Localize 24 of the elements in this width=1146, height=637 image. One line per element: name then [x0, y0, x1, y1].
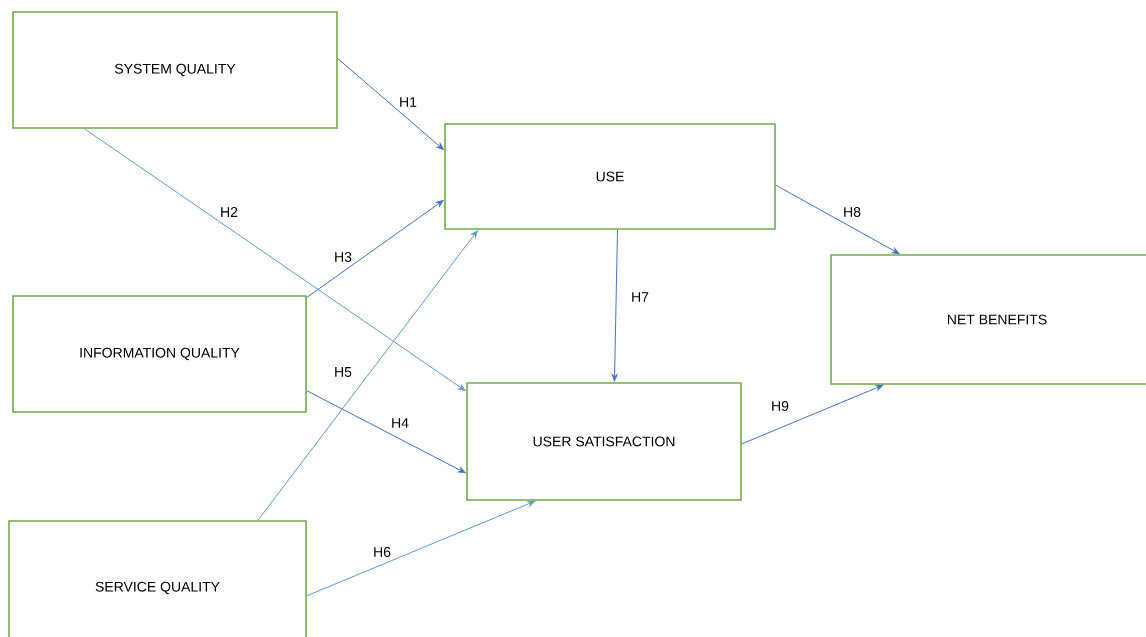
- edge-label: H9: [770, 400, 790, 412]
- edge-label: H3: [333, 251, 353, 263]
- process-box: SYSTEM QUALITY: [12, 11, 338, 129]
- arrow: [306, 390, 466, 474]
- process-box: USE: [444, 123, 776, 230]
- edge-label: H4: [390, 417, 410, 429]
- edge-label: H8: [842, 206, 862, 218]
- edge-label: H7: [630, 291, 650, 303]
- edge-label: H6: [372, 546, 392, 558]
- arrow: [337, 58, 444, 150]
- arrow: [83, 128, 466, 392]
- arrow: [611, 229, 618, 382]
- arrow: [306, 500, 535, 597]
- arrow: [257, 230, 478, 521]
- arrow: [775, 184, 900, 254]
- process-box: INFORMATION QUALITY: [12, 295, 307, 413]
- edge-label: H2: [219, 206, 239, 218]
- edge-label: H5: [333, 366, 353, 378]
- edge-label: H1: [398, 96, 418, 108]
- process-box: SERVICE QUALITY: [8, 520, 307, 637]
- process-box: USER SATISFACTION: [466, 382, 742, 501]
- arrow: [306, 200, 444, 298]
- process-box: NET BENEFITS: [830, 254, 1146, 385]
- arrow: [741, 384, 884, 445]
